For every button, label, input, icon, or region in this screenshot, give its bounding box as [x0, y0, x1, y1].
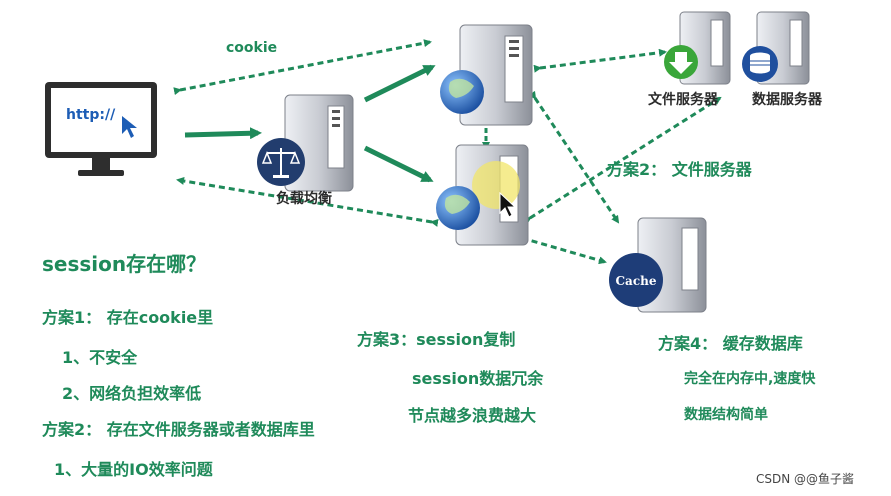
server2-to-cache-arrow: [515, 232, 607, 265]
url-text: http://: [66, 107, 116, 123]
plan4-title: 方案4： 缓存数据库: [658, 334, 803, 353]
plan2-file-server-label: 方案2： 文件服务器: [607, 160, 752, 179]
lb-to-server1-arrow: [363, 64, 436, 103]
plan2-item: 1、大量的IO效率问题: [54, 460, 213, 479]
browser-monitor: [45, 82, 157, 176]
cache-label: Cache: [616, 274, 657, 288]
plan4-item: 完全在内存中,速度快: [684, 371, 816, 387]
question-title: session存在哪？: [42, 252, 207, 276]
plan1-item: 1、不安全: [62, 348, 138, 367]
file-server-label: 文件服务器: [648, 92, 718, 108]
cursor-icon: [499, 191, 517, 218]
cache-server: Cache: [609, 217, 707, 313]
web-server-2: [436, 144, 529, 246]
cookie-label: cookie: [226, 40, 278, 56]
cursor-icon: [122, 116, 137, 138]
plan2-title: 方案2： 存在文件服务器或者数据库里: [42, 420, 315, 439]
plan1-item: 2、网络负担效率低: [62, 384, 202, 403]
server2-to-browser-arrow: [176, 177, 439, 227]
web-server-1: [440, 24, 533, 126]
load-balancer-label: 负载均衡: [276, 191, 332, 207]
server1-to-file-server-arrow: [533, 48, 667, 73]
plan3-title: 方案3：session复制: [357, 330, 516, 349]
cookie-arrow: [173, 39, 432, 96]
browser-to-lb-arrow: [184, 127, 262, 140]
plan1-title: 方案1： 存在cookie里: [42, 308, 214, 327]
plan4-item: 数据结构简单: [684, 407, 768, 423]
lb-to-server2-arrow: [363, 145, 434, 183]
file-server: [664, 11, 731, 85]
server2-to-file-server-arrow: [522, 96, 722, 225]
server1-to-cache-arrow: [528, 90, 620, 224]
plan3-item: 节点越多浪费越大: [408, 406, 537, 425]
data-server-label: 数据服务器: [752, 92, 822, 108]
load-balancer-server: [257, 94, 354, 192]
plan3-item: session数据冗余: [412, 369, 544, 388]
data-server: [742, 11, 810, 85]
watermark: CSDN @@鱼子酱: [756, 472, 855, 486]
cache-icon: [609, 253, 663, 307]
